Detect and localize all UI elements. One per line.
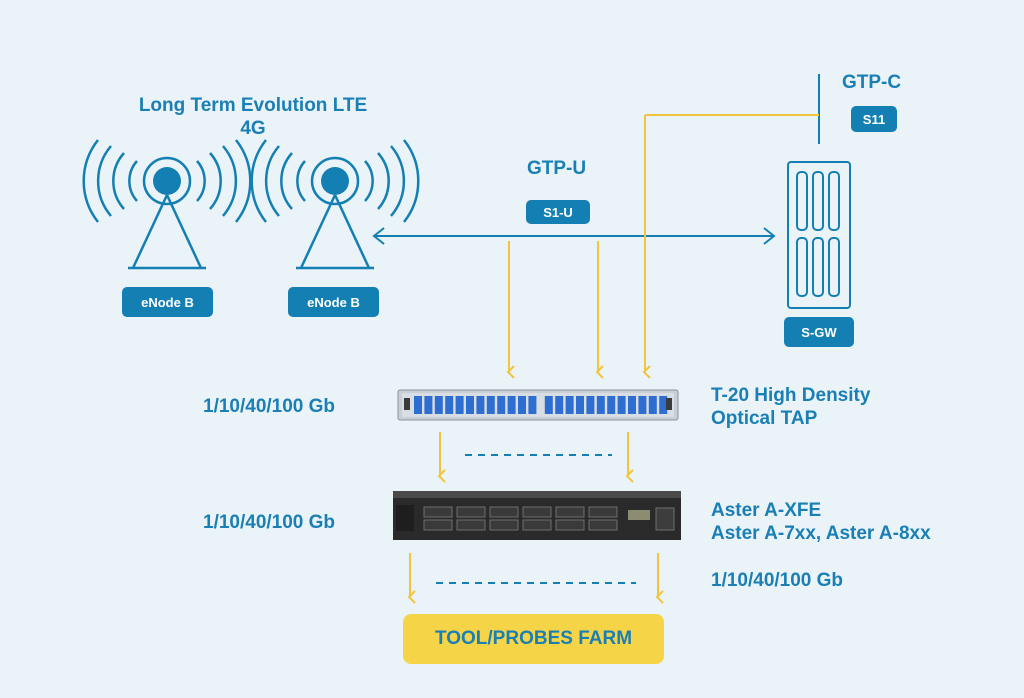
tap-port <box>628 396 636 414</box>
enodeb-left-tower-icon <box>82 139 252 270</box>
tap-port <box>466 396 474 414</box>
tap-port <box>455 396 464 414</box>
aster-port <box>555 506 585 518</box>
tap-port <box>617 396 626 414</box>
tap-port <box>555 396 564 414</box>
tap-port <box>596 396 605 414</box>
aster-port <box>588 519 618 531</box>
tap-port <box>497 396 506 414</box>
tap-port <box>544 396 553 414</box>
aster-port <box>456 506 486 518</box>
aster-port <box>522 506 552 518</box>
aster-speed-label: 1/10/40/100 Gb <box>203 512 336 533</box>
lte-title: Long Term Evolution LTE 4G <box>133 95 373 141</box>
enodeb-right-tower-icon <box>250 139 420 270</box>
tap-port <box>565 396 574 414</box>
tap-name-line-2: Optical TAP <box>711 407 818 429</box>
tap-feed-arrows <box>506 114 819 379</box>
aster-port <box>555 519 585 531</box>
aster-port <box>456 519 486 531</box>
sgw-badge: S-GW <box>784 317 854 347</box>
aster-port <box>489 506 519 518</box>
aster-to-tools-arrows <box>407 553 664 604</box>
aster-name-line-1: Aster A-XFE <box>711 500 822 521</box>
aster-port <box>423 506 453 518</box>
gtp-c-label: GTP-C <box>842 72 902 93</box>
tool-probes-farm-box: TOOL/PROBES FARM <box>403 614 664 664</box>
tap-port <box>659 396 668 414</box>
enodeb-left-badge: eNode B <box>122 287 213 317</box>
tap-name-line-1: T-20 High Density <box>711 385 871 406</box>
tap-port <box>607 396 616 414</box>
t20-optical-tap-device <box>397 389 679 421</box>
output-speed-label: 1/10/40/100 Gb <box>711 570 844 591</box>
tap-port <box>445 396 454 414</box>
gtp-u-label: GTP-U <box>527 158 587 179</box>
tap-port <box>576 396 584 414</box>
aster-name-line-2: Aster A-7xx, Aster A-8xx <box>711 522 931 544</box>
lte-title-line-2: 4G <box>240 117 266 139</box>
tap-port <box>518 396 526 414</box>
tap-port <box>648 396 657 414</box>
s11-badge: S11 <box>851 106 897 132</box>
tap-port <box>434 396 443 414</box>
tap-port <box>486 396 495 414</box>
aster-device <box>393 491 681 540</box>
tap-name: T-20 High Density Optical TAP <box>711 385 870 431</box>
tap-port <box>638 396 647 414</box>
aster-port <box>588 506 618 518</box>
tap-to-aster-arrows <box>437 432 634 483</box>
s1u-badge: S1-U <box>526 200 590 224</box>
tap-port <box>414 396 422 414</box>
sgw-server-icon <box>787 161 851 309</box>
s1u-bidirectional-arrow <box>372 227 776 245</box>
aster-port <box>423 519 453 531</box>
enodeb-right-badge: eNode B <box>288 287 379 317</box>
tap-speed-label: 1/10/40/100 Gb <box>203 396 336 417</box>
tap-port <box>586 396 595 414</box>
tap-port <box>528 396 537 414</box>
aster-port <box>522 519 552 531</box>
aster-port <box>489 519 519 531</box>
lte-title-line-1: Long Term Evolution LTE <box>138 95 368 116</box>
tap-port <box>424 396 433 414</box>
tap-port <box>476 396 485 414</box>
tap-port <box>507 396 516 414</box>
aster-name: Aster A-XFE Aster A-7xx, Aster A-8xx <box>711 500 931 546</box>
